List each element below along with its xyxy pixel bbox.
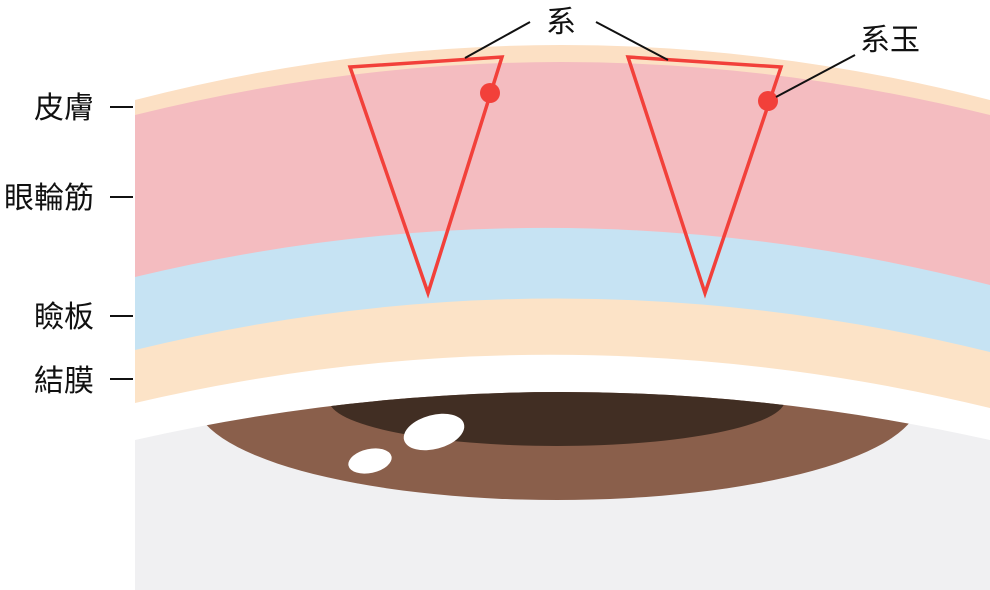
leader-thread-left [464,21,531,59]
leader-thread-ball [775,54,856,98]
label-conjunctiva: 結膜 [34,364,94,399]
thread-ball-left [480,83,500,103]
label-orbicularis: 眼輪筋 [4,181,94,216]
suture-loop-right [625,55,784,299]
leader-thread-right [595,21,669,61]
highlight-small [348,448,392,474]
label-skin: 皮膚 [34,91,94,126]
label-tarsus: 瞼板 [34,300,94,335]
suture-loop-left [347,55,505,299]
highlight-large [403,413,465,451]
label-thread: 系 [546,5,576,40]
thread-ball-right [758,91,778,111]
label-thread-ball: 系玉 [860,23,920,58]
